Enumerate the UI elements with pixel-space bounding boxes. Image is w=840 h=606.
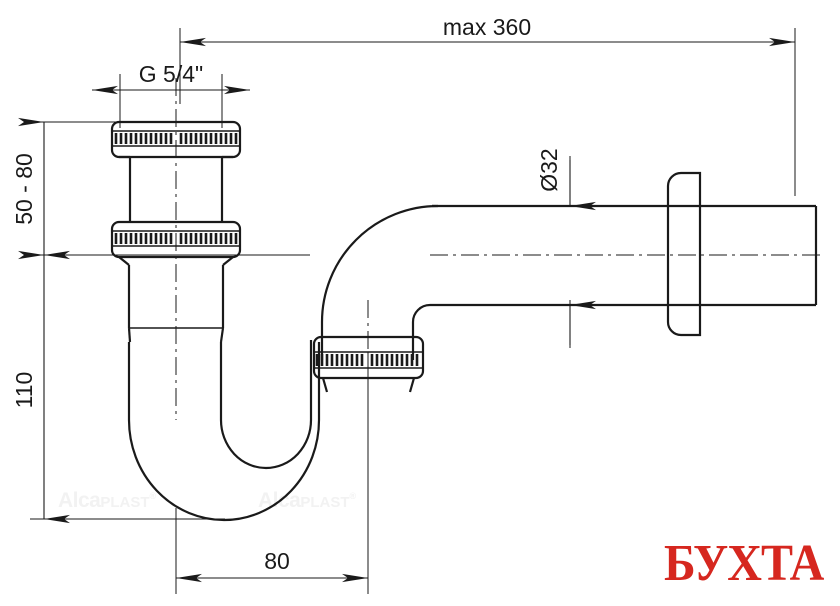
knurl-ribs (114, 233, 238, 244)
watermark-trademark: ® (349, 491, 357, 501)
extension-lines (30, 28, 796, 594)
u-bend (127, 340, 321, 522)
centre-lines (175, 78, 820, 470)
dim-label-trap-width: 80 (264, 548, 290, 574)
dimension-lines (18, 37, 795, 583)
watermark-sub-text: PLAST (300, 494, 350, 511)
dim-label-pipe-diameter: Ø32 (536, 148, 562, 191)
wall-flange (666, 171, 702, 337)
brand-logo-buhta: БУХТА (663, 534, 825, 596)
knurl-ribs (315, 354, 419, 366)
outlet-pipe (432, 204, 818, 307)
lower-union-nut (110, 220, 242, 266)
top-union-nut (110, 120, 242, 159)
dim-label-drop-height: 110 (11, 372, 37, 409)
elbow-bend (320, 204, 439, 360)
watermark-trademark: ® (149, 491, 157, 501)
dim-label-overall-length: max 360 (443, 14, 531, 40)
knurl-ribs (114, 133, 238, 144)
dim-label-height-adjust: 50 - 80 (11, 153, 37, 225)
brand-logo-text: БУХТА (663, 534, 825, 593)
dim-label-thread-size: G 5/4" (139, 61, 203, 87)
inlet-tube (127, 157, 225, 343)
watermark-sub-text: PLAST (100, 494, 150, 511)
outlet-union-nut (312, 335, 425, 393)
